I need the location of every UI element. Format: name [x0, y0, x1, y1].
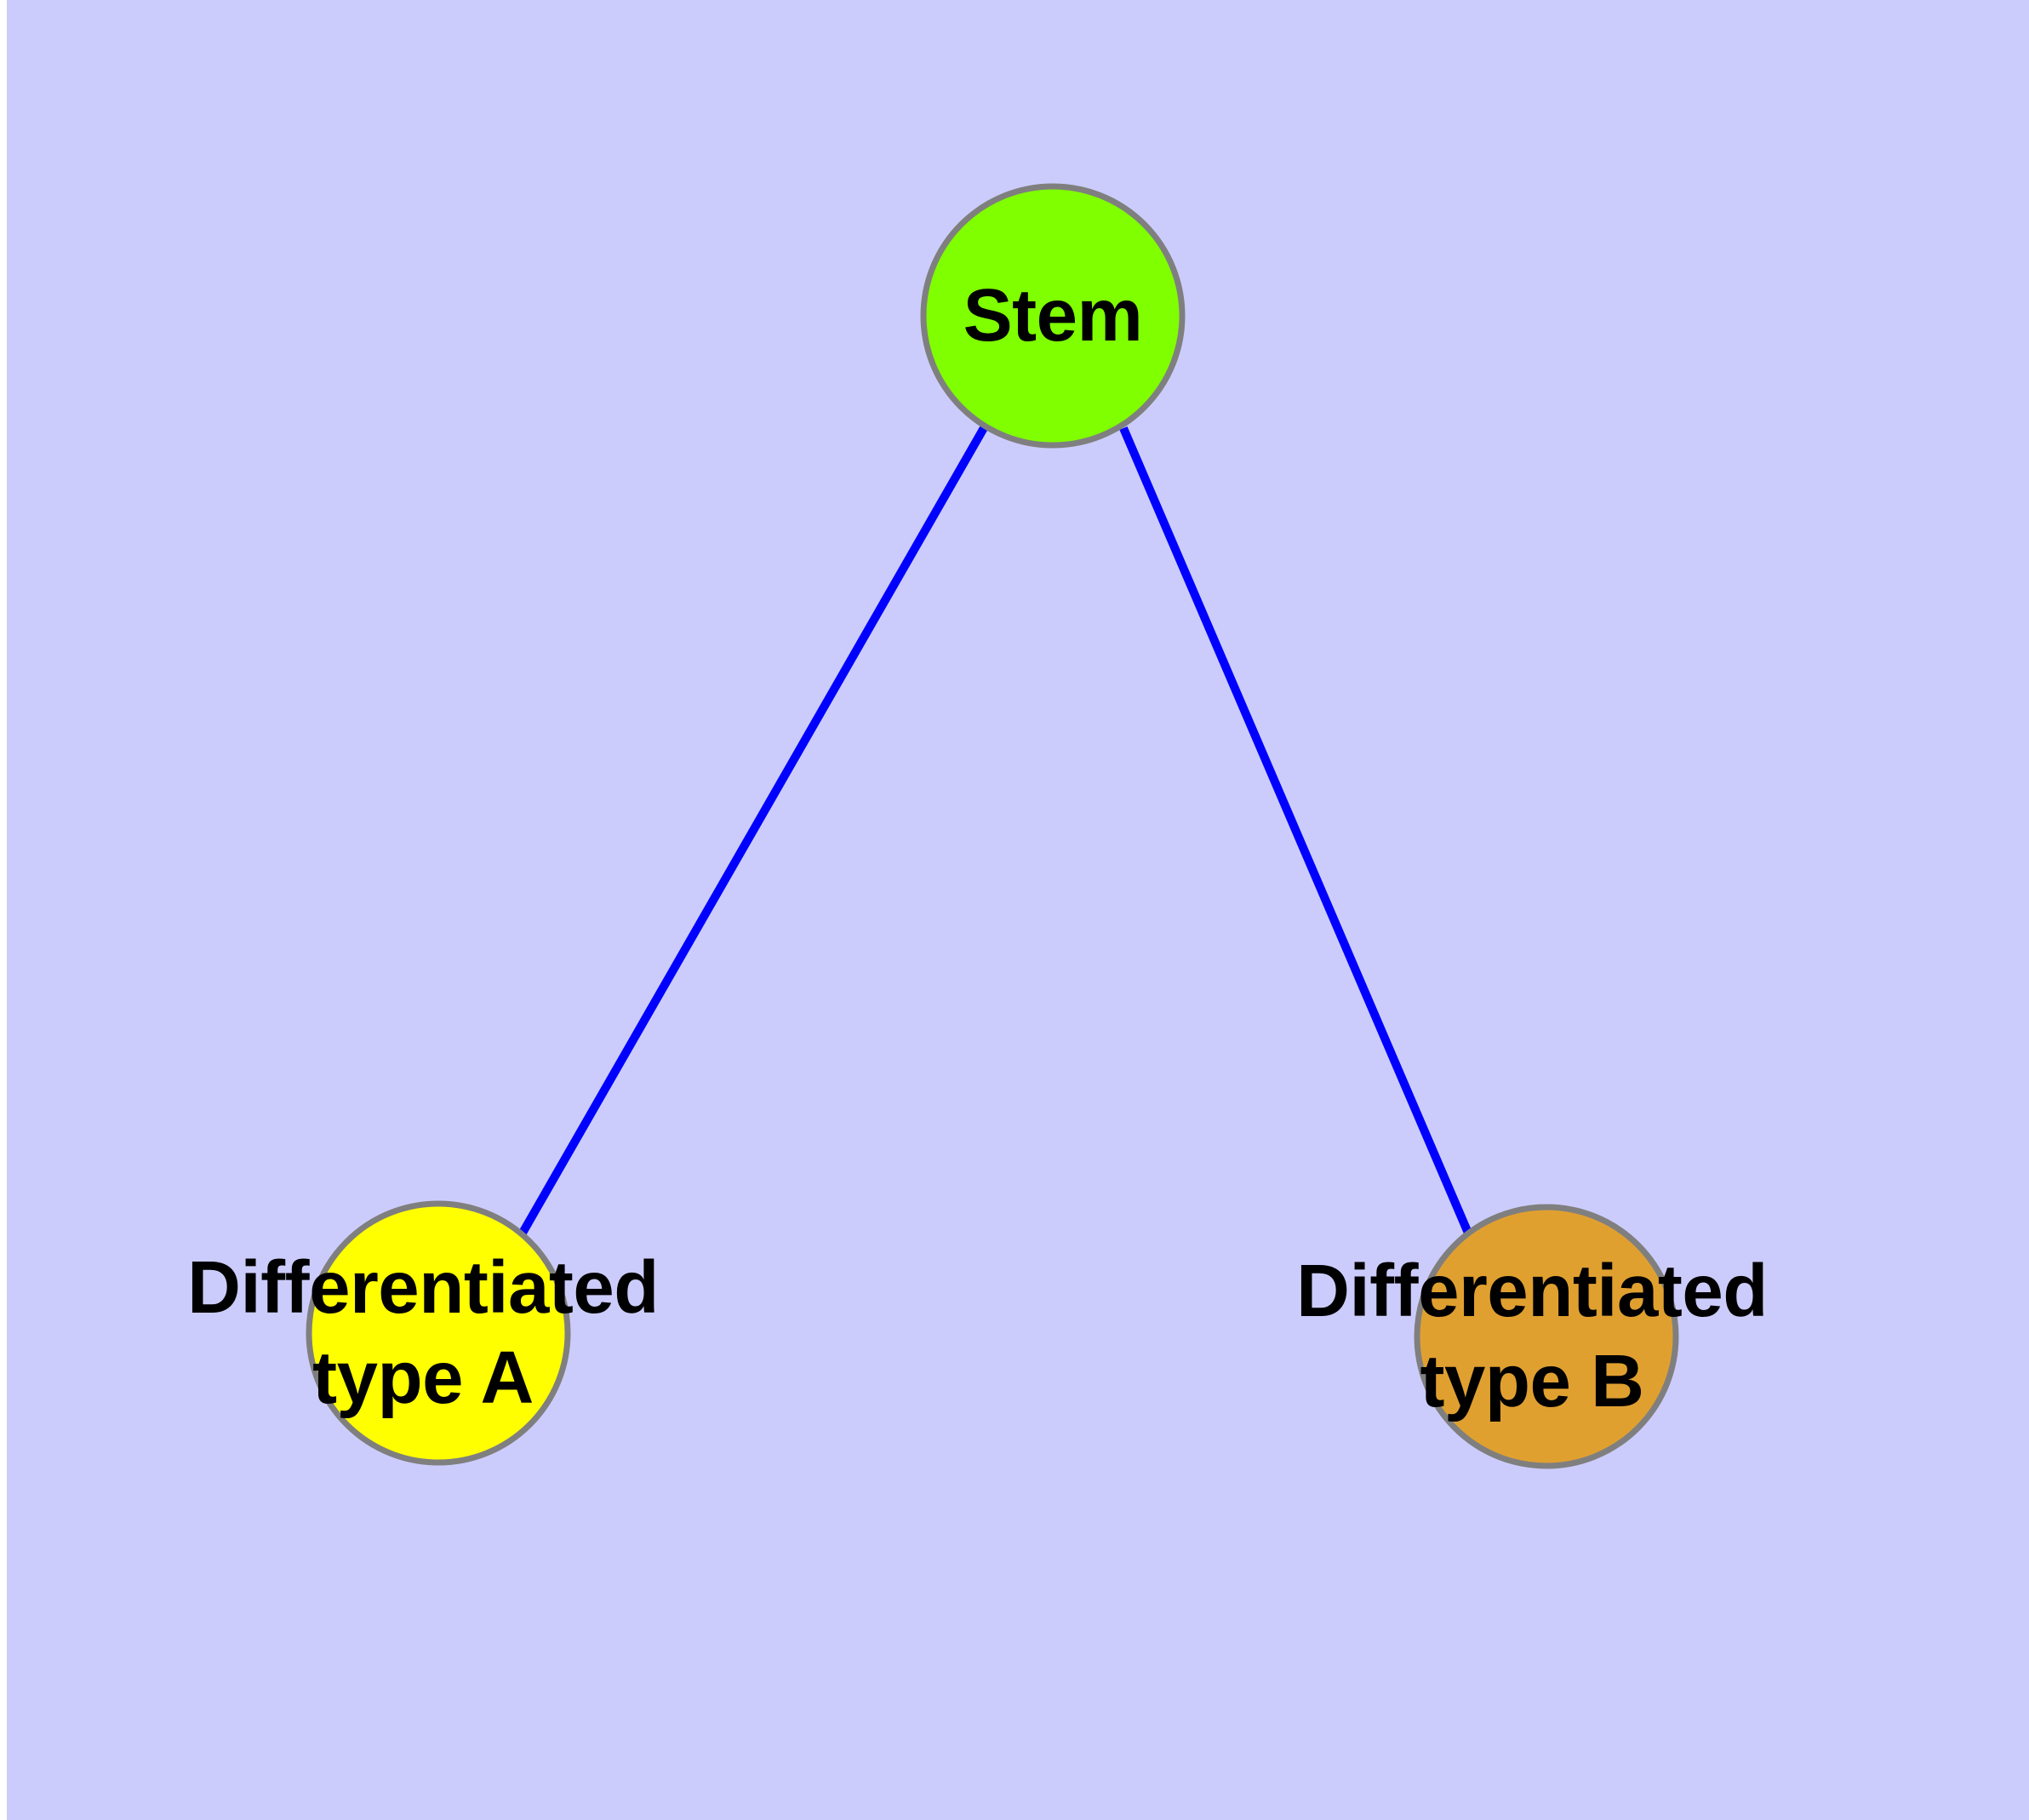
- graph-edge-stem-to-diff-b[interactable]: [1119, 426, 1474, 1239]
- graph-edge-stem-to-diff-a[interactable]: [517, 424, 989, 1237]
- node-layer: [306, 183, 1679, 1469]
- edge-layer: [517, 424, 1474, 1239]
- graph-node-diff-a[interactable]: [306, 1200, 571, 1466]
- graph-node-stem[interactable]: [920, 183, 1186, 449]
- graph-node-diff-b[interactable]: [1414, 1204, 1679, 1469]
